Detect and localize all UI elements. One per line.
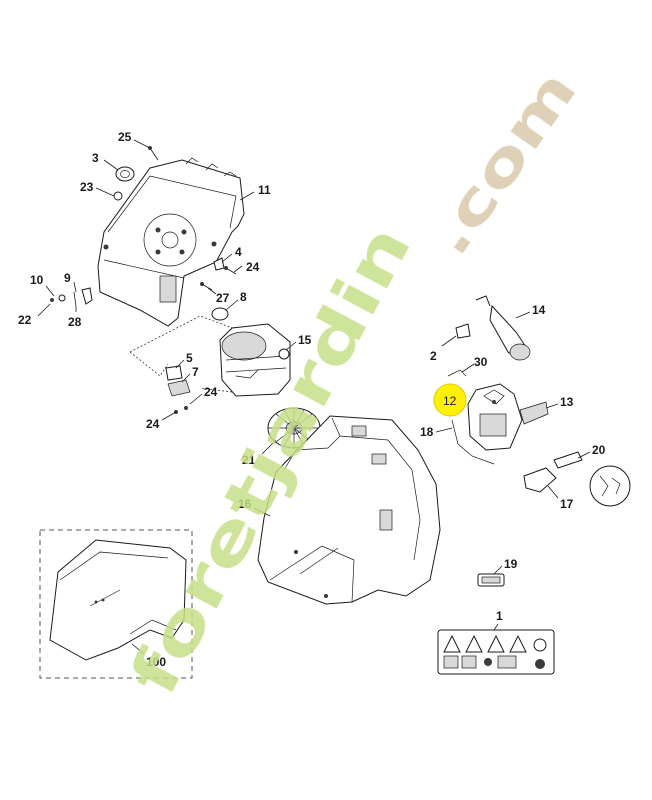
part-label-24-right: 24: [204, 385, 218, 399]
part-label-100: 100: [146, 655, 166, 669]
part-label-19: 19: [504, 557, 518, 571]
label-part-20: [553, 451, 631, 507]
bushing-part-8: [211, 307, 229, 321]
label-part-19: [477, 573, 505, 587]
part-label-1: 1: [496, 609, 503, 623]
screws-part-24b-24c: [174, 406, 188, 414]
assembly-lines: [129, 315, 239, 393]
part-label-13: 13: [560, 395, 574, 409]
nut-part-23: [113, 191, 123, 201]
part-label-12[interactable]: 12: [443, 394, 457, 408]
part-label-3: 3: [92, 151, 99, 165]
warning-sticker-part-1: [437, 629, 555, 675]
screw-part-27: [200, 282, 213, 291]
alternative-part-box-100: [39, 529, 193, 679]
part-label-10: 10: [30, 273, 44, 287]
highlight-circle-part-12[interactable]: [433, 383, 467, 417]
label-group: 25 3 23 11 4 24 27 8 10 9 22 28 15 5 7 2…: [18, 130, 606, 669]
part-label-22: 22: [18, 313, 32, 327]
part-label-23: 23: [80, 180, 94, 194]
plug-part-2: [455, 323, 471, 339]
watermark: foretjardin .com: [117, 59, 590, 708]
part-label-24-upper: 24: [246, 260, 260, 274]
clamp-part-7: [167, 379, 191, 397]
part-label-18: 18: [420, 425, 434, 439]
ring-part-3: [115, 166, 135, 182]
watermark-com-text: .com: [416, 59, 590, 268]
part-label-7: 7: [192, 365, 199, 379]
part-label-11: 11: [258, 183, 271, 197]
part-label-9: 9: [64, 271, 71, 285]
part-label-28: 28: [68, 315, 82, 329]
part-label-8: 8: [240, 290, 247, 304]
part-label-16: 16: [238, 497, 252, 511]
screw-part-24a: [224, 266, 237, 275]
switch-part-12: [467, 383, 523, 451]
lever-part-13: [519, 401, 549, 425]
rear-housing-part-11: [97, 157, 245, 327]
main-housing-part-16: [257, 415, 441, 605]
part-label-2: 2: [430, 349, 437, 363]
motor-part-15: [219, 323, 291, 397]
clip-part-17: [523, 467, 557, 493]
part-label-21: 21: [242, 453, 256, 467]
part-label-24-lower: 24: [146, 417, 160, 431]
cable-part-18: [451, 419, 495, 465]
part-label-14: 14: [532, 303, 546, 317]
part-label-25: 25: [118, 130, 132, 144]
part-label-15: 15: [298, 333, 312, 347]
handle-part-14: [475, 295, 531, 361]
part-label-17: 17: [560, 497, 574, 511]
hardware-part-9-10-22-28: [50, 287, 93, 307]
part-label-5: 5: [186, 351, 193, 365]
clamp-part-5: [165, 365, 183, 381]
part-label-30: 30: [474, 355, 488, 369]
part-label-20: 20: [592, 443, 606, 457]
part-label-4: 4: [235, 245, 242, 259]
spring-clip-part-30: [447, 369, 467, 377]
part-label-27: 27: [216, 291, 230, 305]
